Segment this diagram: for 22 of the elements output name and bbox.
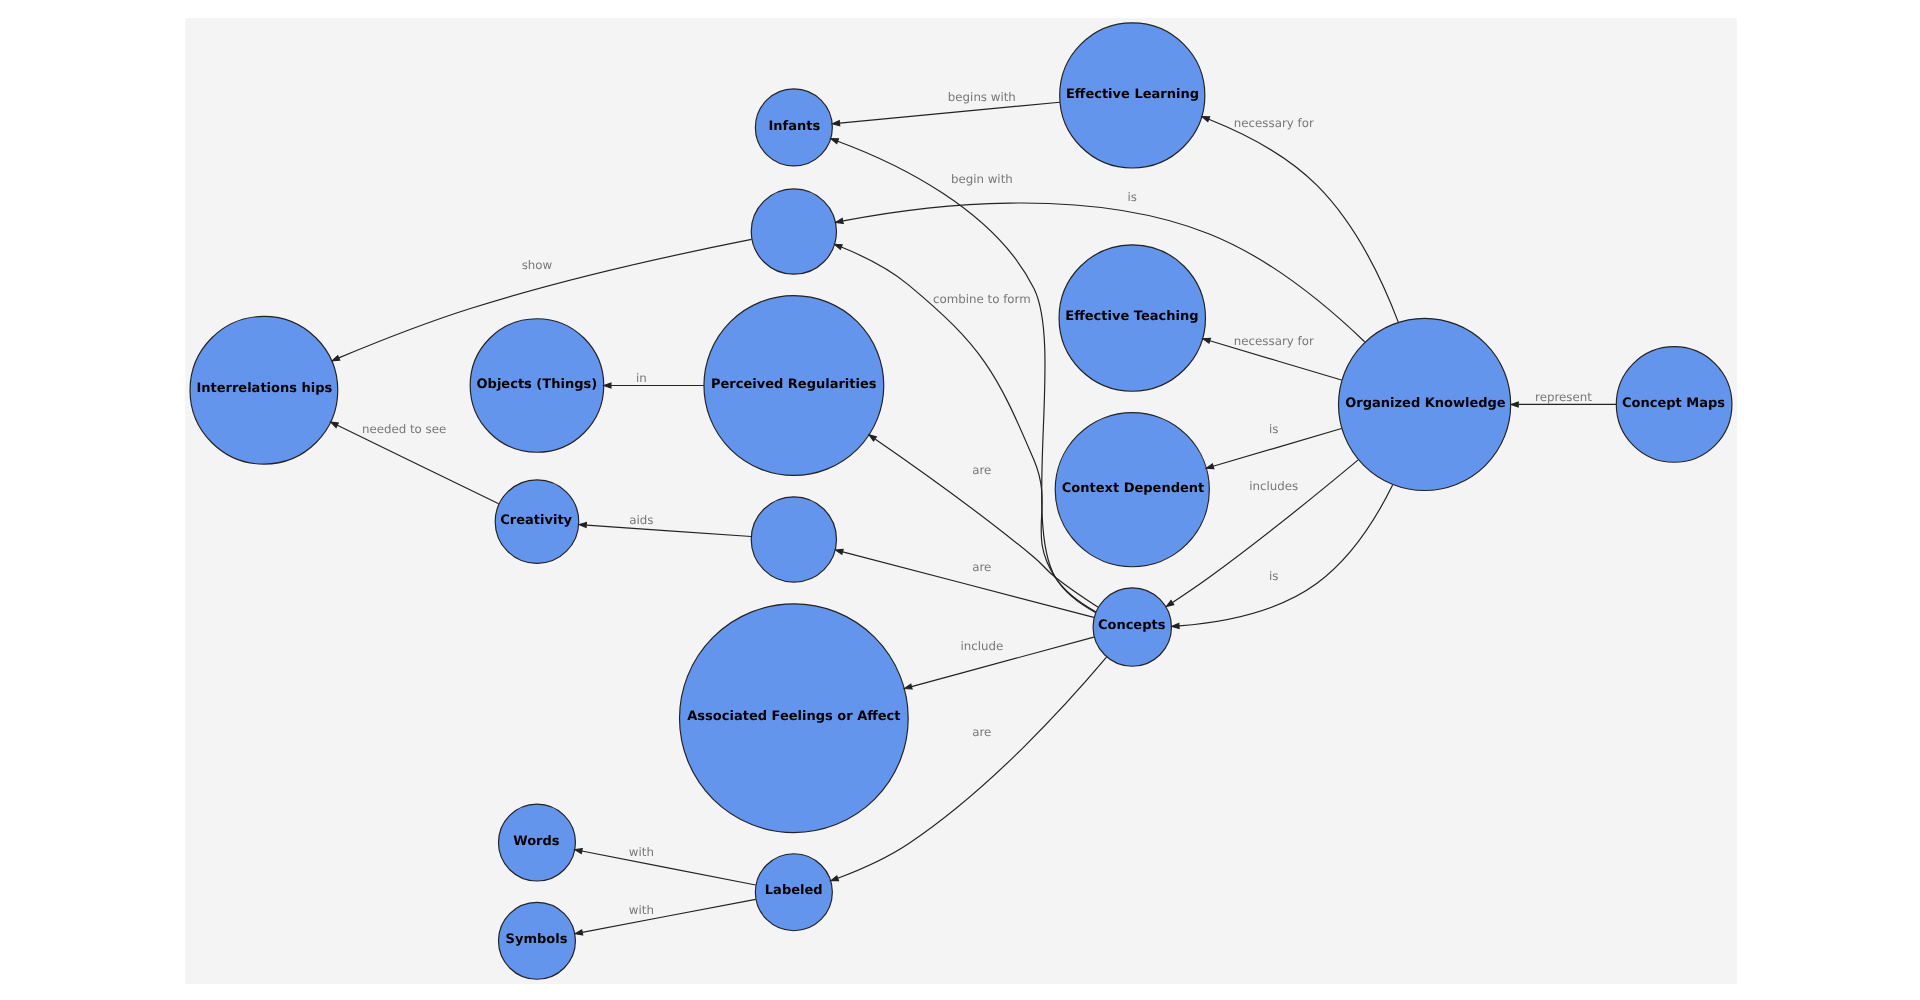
arrow xyxy=(601,381,704,388)
arrow xyxy=(829,100,1060,126)
arrow xyxy=(866,432,1098,607)
arrow xyxy=(1203,426,1342,469)
arrow xyxy=(576,520,751,537)
arrow xyxy=(832,201,1365,342)
arrow xyxy=(1199,114,1398,322)
arrow xyxy=(329,237,752,361)
arrow xyxy=(828,655,1107,881)
arrow xyxy=(572,846,756,885)
node-circle xyxy=(749,187,837,274)
arrow xyxy=(831,242,1096,612)
arrow xyxy=(1508,400,1616,407)
arrow xyxy=(1169,483,1393,629)
arrow xyxy=(828,137,1095,612)
arrow xyxy=(1200,336,1342,380)
node-circle xyxy=(749,495,837,582)
arrow xyxy=(832,547,1094,617)
arrow xyxy=(901,635,1094,689)
arrow xyxy=(328,420,499,504)
arrow xyxy=(1163,458,1358,607)
arrow xyxy=(572,897,756,935)
